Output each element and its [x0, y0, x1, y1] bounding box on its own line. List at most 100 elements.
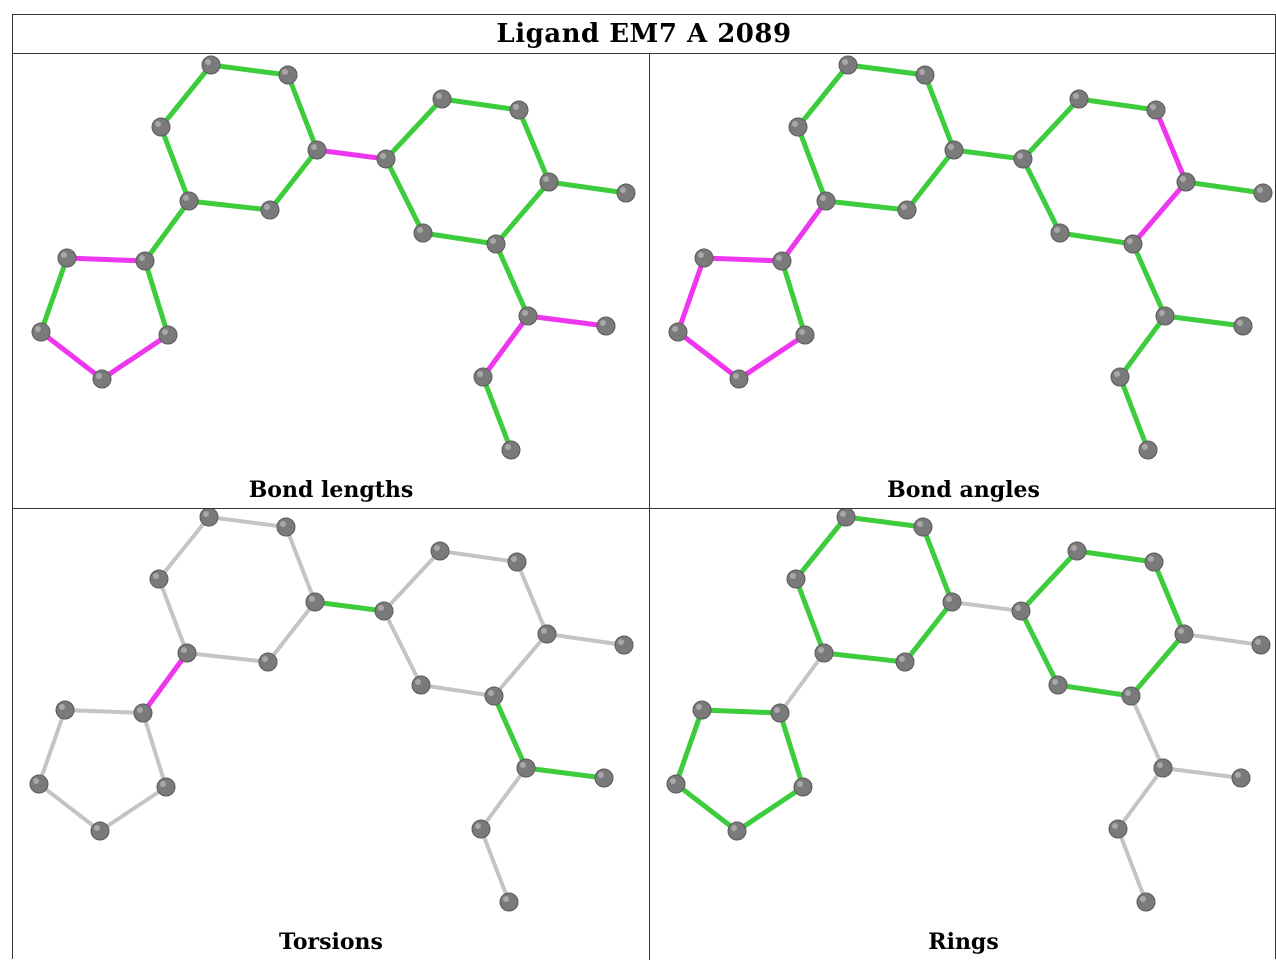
atom: [729, 369, 749, 389]
atom-highlight: [731, 825, 737, 831]
atom: [484, 686, 504, 706]
caption-bond-angles: Bond angles: [887, 477, 1040, 503]
atom-highlight: [1150, 104, 1156, 110]
atom-highlight: [1178, 628, 1184, 634]
atom-highlight: [490, 238, 496, 244]
atom: [471, 819, 491, 839]
bond-ok: [1162, 313, 1246, 329]
atom: [1153, 758, 1173, 778]
atom: [1011, 601, 1031, 621]
atom: [516, 758, 536, 778]
bond-outlier: [701, 255, 785, 264]
bond-ok: [920, 524, 955, 605]
atom-highlight: [1054, 227, 1060, 233]
atom-highlight: [477, 371, 483, 377]
bond-outlier: [736, 332, 808, 382]
atom-highlight: [417, 227, 423, 233]
atom: [1108, 819, 1128, 839]
atom: [177, 643, 197, 663]
atom: [90, 821, 110, 841]
atom-highlight: [1235, 772, 1241, 778]
bond-neutral: [207, 515, 288, 529]
bond-neutral: [1116, 827, 1148, 904]
atom-highlight: [94, 825, 100, 831]
atom: [913, 517, 933, 537]
atom: [795, 325, 815, 345]
bond-ok: [158, 124, 192, 204]
bond-neutral: [185, 651, 270, 664]
atom: [509, 100, 529, 120]
atom-highlight: [153, 573, 159, 579]
panel-torsions: Torsions: [13, 509, 650, 960]
atom: [135, 251, 155, 271]
atom: [179, 191, 199, 211]
atom: [727, 821, 747, 841]
bond-ok: [523, 765, 607, 781]
atom: [507, 552, 527, 572]
atom: [158, 325, 178, 345]
bond-ok: [951, 147, 1026, 162]
bond-ok: [493, 179, 552, 247]
atom: [816, 191, 836, 211]
bond-ok: [480, 374, 514, 453]
bond-neutral: [515, 560, 549, 636]
bond-ok: [142, 258, 171, 338]
bond-ok: [439, 96, 522, 113]
bond-outlier: [675, 255, 707, 335]
bond-neutral: [382, 609, 423, 687]
atom: [149, 569, 169, 589]
atom-highlight: [600, 320, 606, 326]
atom-highlight: [1112, 823, 1118, 829]
atom: [501, 440, 521, 460]
atoms-group: [31, 55, 636, 460]
atom-highlight: [790, 573, 796, 579]
atom: [1138, 440, 1158, 460]
bond-neutral: [438, 549, 519, 564]
atom-highlight: [262, 656, 268, 662]
bond-neutral: [479, 827, 511, 904]
bond-neutral: [419, 683, 496, 698]
atom-highlight: [696, 704, 702, 710]
atom: [374, 601, 394, 621]
bond-outlier: [525, 313, 609, 329]
atom: [786, 569, 806, 589]
atom: [1067, 541, 1087, 561]
bond-ok: [793, 514, 849, 582]
atom-highlight: [183, 195, 189, 201]
atom: [1233, 316, 1253, 336]
caption-bond-lengths: Bond lengths: [248, 477, 414, 503]
atom-highlight: [620, 187, 626, 193]
atom: [1123, 234, 1143, 254]
atom-highlight: [1127, 238, 1133, 244]
atom: [1155, 306, 1175, 326]
bond-neutral: [37, 708, 67, 786]
bond-ok: [1020, 156, 1063, 236]
bond-ok: [267, 147, 320, 213]
atom: [413, 223, 433, 243]
bond-ok: [843, 514, 926, 530]
atom: [278, 65, 298, 85]
bond-ok: [493, 241, 531, 319]
atom-highlight: [840, 511, 846, 517]
atom-highlight: [1257, 187, 1263, 193]
atom: [29, 774, 49, 794]
atom: [1050, 223, 1070, 243]
atom-highlight: [505, 444, 511, 450]
atom: [430, 541, 450, 561]
bond-outlier: [1130, 179, 1189, 247]
atom-highlight: [282, 69, 288, 75]
atom-highlight: [503, 896, 509, 902]
bond-ok: [383, 96, 445, 162]
atom-highlight: [543, 176, 549, 182]
atom-highlight: [1017, 153, 1023, 159]
atom-highlight: [309, 596, 315, 602]
atom: [793, 777, 813, 797]
atom: [772, 251, 792, 271]
atom: [838, 55, 858, 75]
panel-bond-angles: Bond angles: [650, 54, 1276, 509]
atom: [770, 703, 790, 723]
atom-highlight: [917, 521, 923, 527]
atom: [1176, 172, 1196, 192]
atom-highlight: [797, 781, 803, 787]
atom-highlight: [513, 104, 519, 110]
